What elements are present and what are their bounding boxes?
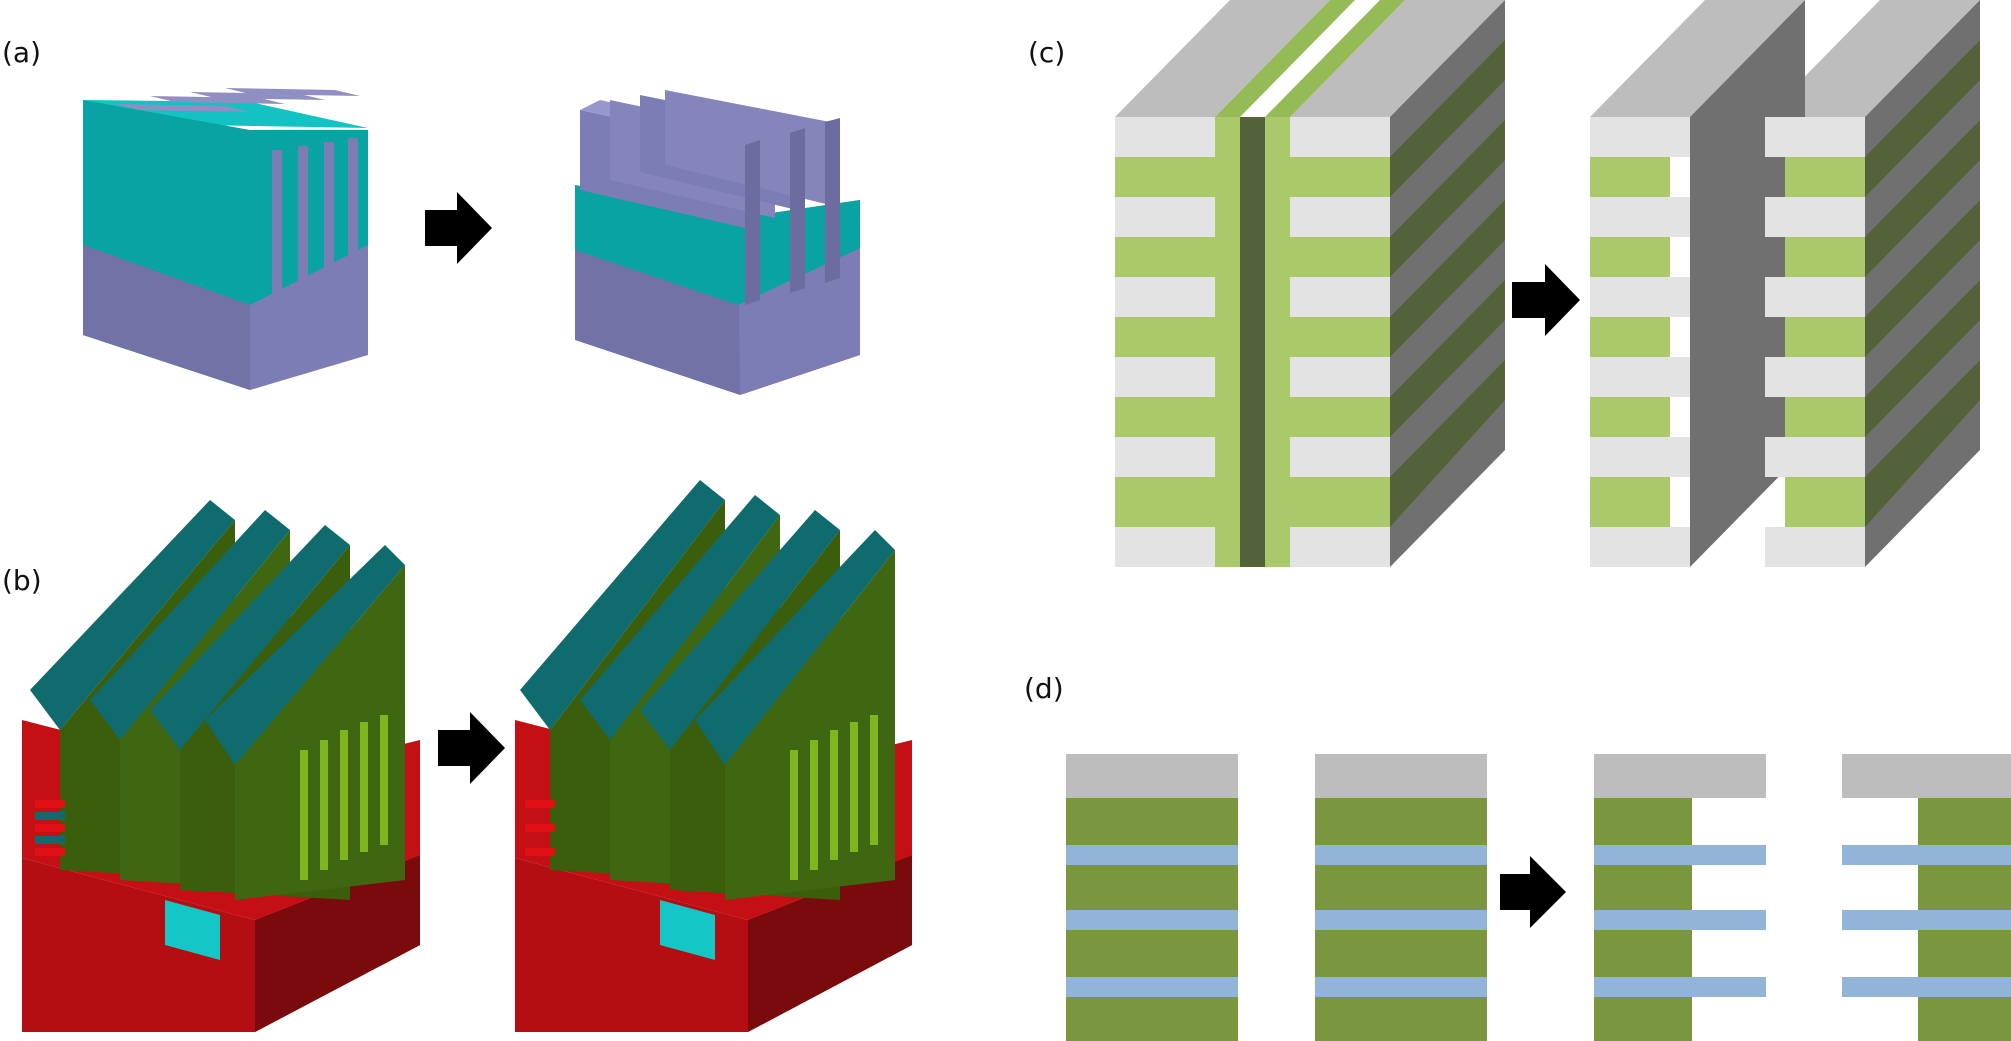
panel-d-after-right-column <box>1842 754 2011 1041</box>
panel-d-label: (d) <box>1024 672 1064 705</box>
panel-d-after-left-column <box>1594 754 1766 1041</box>
panel-b-after-fins <box>520 480 895 900</box>
panel-b-before-fins <box>30 500 405 900</box>
panel-a-arrow-icon <box>425 192 492 264</box>
panel-b-label: (b) <box>2 564 42 597</box>
panel-c <box>1115 0 1980 567</box>
panel-c-before-structure <box>1115 0 1505 567</box>
panel-b <box>22 480 912 1032</box>
panel-c-after-structure <box>1590 0 1980 567</box>
panel-b-before-block <box>22 500 420 1032</box>
panel-b-after-block <box>515 480 912 1032</box>
panel-b-after-stacks <box>525 800 555 856</box>
panel-c-arrow-icon <box>1512 264 1580 336</box>
panel-b-before-stacks <box>35 800 65 856</box>
panel-d-before-left-column <box>1066 754 1238 1041</box>
panel-a-side-slots <box>272 138 358 315</box>
panel-b-before-side-fins <box>300 715 388 880</box>
panel-c-before-layers-left <box>1115 117 1215 567</box>
panel-c-before-layers-right <box>1290 117 1390 567</box>
panel-c-after-side-stripes <box>1865 40 1980 527</box>
panel-a <box>83 88 860 395</box>
panel-c-before-side-stripes <box>1390 40 1505 527</box>
panel-c-after-layers-left <box>1590 117 1690 567</box>
panel-a-top-stripes <box>115 88 360 112</box>
panel-b-arrow-icon <box>438 712 505 784</box>
panel-a-label: (a) <box>2 36 42 69</box>
panel-d-before-right-column <box>1315 754 1487 1041</box>
panel-d-arrow-icon <box>1500 856 1566 928</box>
panel-c-after-layers-right <box>1765 117 1865 567</box>
panel-d <box>1066 754 2011 1041</box>
panel-a-fins <box>580 90 840 305</box>
panel-a-before-block <box>83 88 368 390</box>
panel-c-label: (c) <box>1028 36 1066 69</box>
panel-b-after-side-fins <box>790 715 878 880</box>
panel-a-after-block <box>575 90 860 395</box>
